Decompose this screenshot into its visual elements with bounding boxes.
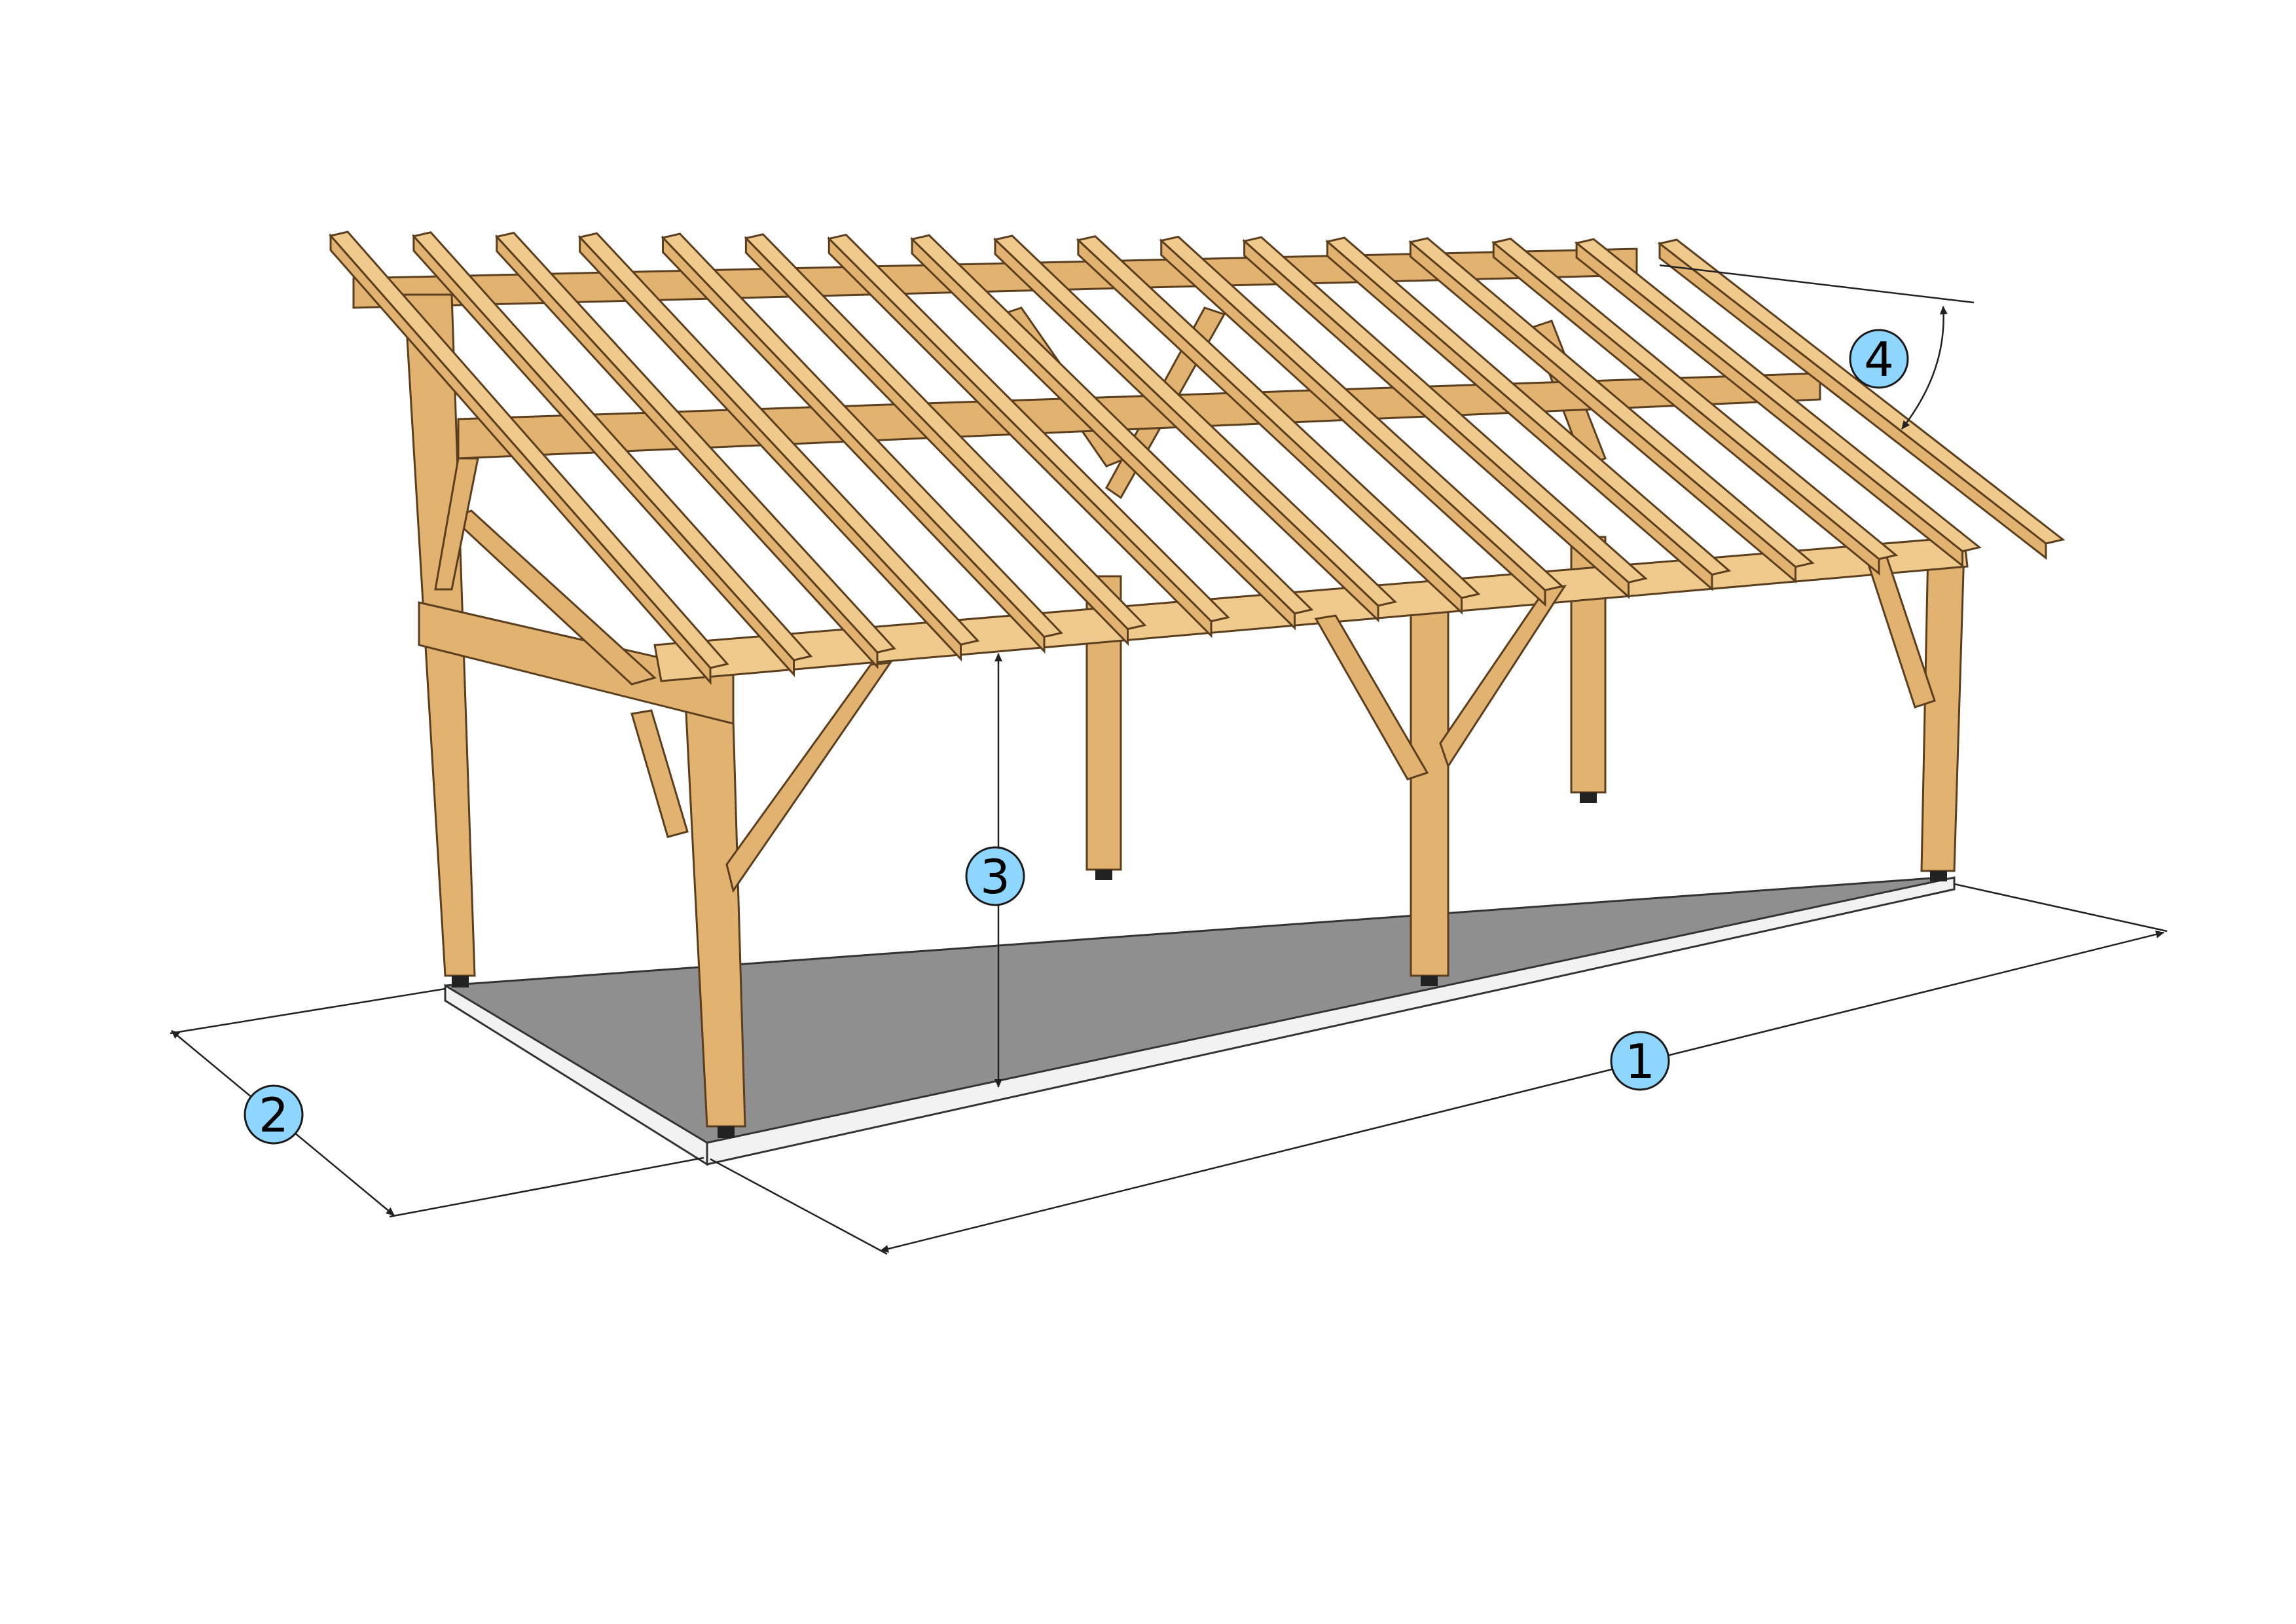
extension-line xyxy=(1659,264,1975,304)
brace xyxy=(1865,552,1936,709)
rafter-side xyxy=(828,236,1212,638)
callout-3-label: 3 xyxy=(980,849,1010,904)
slab-top xyxy=(444,876,1942,1155)
rafter-side xyxy=(911,236,1296,631)
callout-1-label: 1 xyxy=(1625,1034,1655,1089)
floor-slab xyxy=(444,876,1956,1166)
rafter-side xyxy=(994,237,1379,623)
brace xyxy=(1314,614,1429,781)
footing xyxy=(1930,871,1947,881)
tie-beam xyxy=(418,601,735,725)
extension-line xyxy=(389,1156,704,1218)
front-braces xyxy=(725,552,1936,893)
footing xyxy=(718,1126,735,1138)
rafters xyxy=(329,231,2066,685)
brace xyxy=(725,661,893,893)
length-dimension-line xyxy=(880,931,2164,1253)
extension-line xyxy=(170,987,446,1035)
side-brace xyxy=(630,709,689,838)
rafter-side xyxy=(1575,241,1963,568)
rafter-side xyxy=(412,233,795,678)
callout-2-label: 2 xyxy=(259,1088,289,1143)
rafter-side xyxy=(1077,238,1463,615)
callout-4: 4 xyxy=(1849,329,1909,389)
rafter-side xyxy=(1492,240,1880,576)
rafter-side xyxy=(744,236,1129,646)
rafter-side xyxy=(579,234,962,662)
rafter-side xyxy=(1658,241,2047,561)
dimension-lines xyxy=(170,264,2168,1255)
purlin xyxy=(457,372,1821,460)
angle-arc xyxy=(1901,306,1948,430)
extension-line xyxy=(710,1158,888,1255)
corner-post xyxy=(1920,549,1965,872)
rafter-side xyxy=(1409,240,1796,583)
callout-2: 2 xyxy=(244,1084,304,1145)
rafter-side xyxy=(1243,238,1630,599)
back-post xyxy=(1085,575,1122,871)
callout-4-label: 4 xyxy=(1864,332,1894,387)
footing xyxy=(452,976,469,987)
extension-line xyxy=(1954,883,2168,932)
side-strut xyxy=(434,457,479,591)
side-frame xyxy=(418,457,735,838)
callout-3: 3 xyxy=(965,846,1025,906)
rafter-side xyxy=(662,235,1046,654)
front-post xyxy=(1410,608,1449,977)
callout-1: 1 xyxy=(1610,1031,1670,1091)
rafter-side xyxy=(1160,238,1546,607)
brace xyxy=(1439,584,1567,769)
rafter-side xyxy=(496,234,879,670)
rafter-side xyxy=(329,233,712,685)
footing xyxy=(1095,870,1112,880)
footing xyxy=(1580,792,1597,803)
footing xyxy=(1421,976,1438,986)
rafter-side xyxy=(1326,239,1713,591)
